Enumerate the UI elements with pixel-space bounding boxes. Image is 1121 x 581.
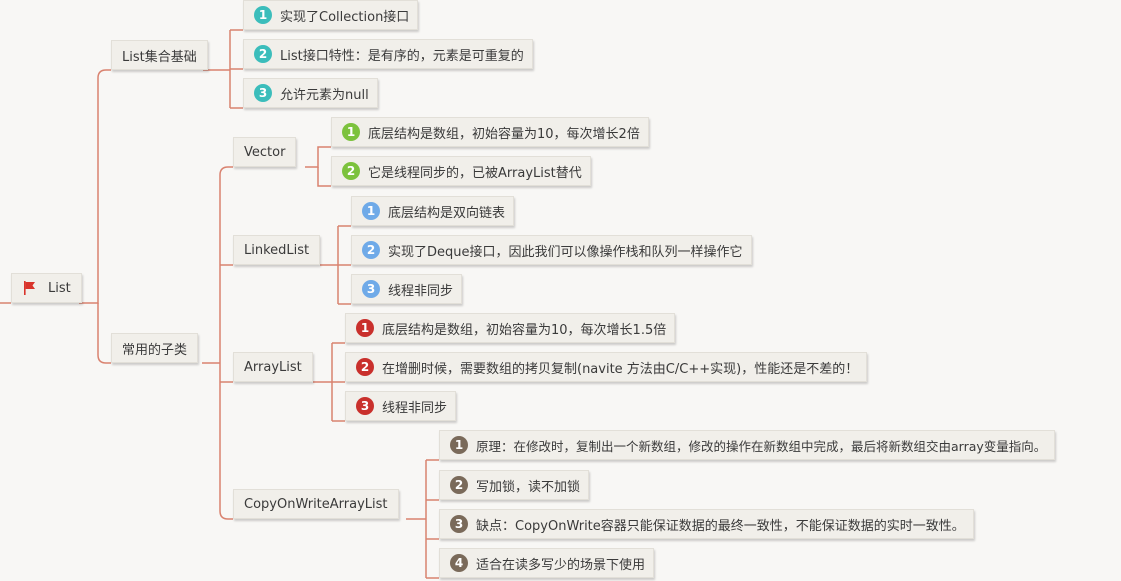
leaf-text: 写加锁，读不加锁	[476, 479, 581, 495]
number-badge: 1	[362, 202, 380, 220]
number-badge: 2	[450, 476, 468, 494]
branch-label: 常用的子类	[122, 342, 188, 358]
leaf-basics-2[interactable]: 2 List接口特性：是有序的，元素是可重复的	[243, 39, 533, 69]
number-badge: 3	[356, 397, 374, 415]
leaf-text: 实现了Deque接口，因此我们可以像操作栈和队列一样操作它	[388, 244, 743, 260]
vector-leaf-line-1	[305, 146, 331, 168]
leaf-basics-1[interactable]: 1 实现了Collection接口	[243, 0, 419, 30]
leaf-basics-3[interactable]: 3 允许元素为null	[243, 78, 378, 108]
leaf-cow-3[interactable]: 3 缺点：CopyOnWrite容器只能保证数据的最终一致性，不能保证数据的实时…	[439, 509, 974, 539]
leaf-text: 它是线程同步的，已被ArrayList替代	[368, 165, 582, 181]
leaf-text: 线程非同步	[382, 400, 448, 416]
leaf-text: 实现了Collection接口	[280, 9, 410, 25]
number-badge: 1	[254, 6, 272, 24]
leaf-text: 缺点：CopyOnWrite容器只能保证数据的最终一致性，不能保证数据的实时一致…	[476, 518, 965, 534]
leaf-arraylist-3[interactable]: 3 线程非同步	[345, 391, 457, 421]
leaf-text: 适合在读多写少的场景下使用	[476, 557, 646, 573]
subclass-label: ArrayList	[244, 359, 302, 375]
leaf-linkedlist-3[interactable]: 3 线程非同步	[351, 274, 463, 304]
number-badge: 3	[254, 84, 272, 102]
number-badge: 1	[342, 123, 360, 141]
subclass-copyonwritearraylist[interactable]: CopyOnWriteArrayList	[233, 489, 399, 519]
subclass-arraylist[interactable]: ArrayList	[233, 352, 313, 382]
leaf-cow-4[interactable]: 4 适合在读多写少的场景下使用	[439, 548, 655, 578]
leaf-text: 底层结构是数组，初始容量为10，每次增长2倍	[368, 126, 640, 142]
branch-common-subclasses[interactable]: 常用的子类	[111, 333, 199, 363]
leaf-arraylist-2[interactable]: 2 在增删时候，需要数组的拷贝复制(navite 方法由C/C++实现)，性能还…	[345, 352, 868, 382]
subclass-label: CopyOnWriteArrayList	[244, 496, 388, 512]
leaf-linkedlist-2[interactable]: 2 实现了Deque接口，因此我们可以像操作栈和队列一样操作它	[351, 235, 752, 265]
root-node[interactable]: List	[11, 273, 82, 303]
leaf-vector-1[interactable]: 1 底层结构是数组，初始容量为10，每次增长2倍	[331, 117, 649, 147]
number-badge: 1	[356, 319, 374, 337]
root-label: List	[48, 280, 71, 296]
leaf-arraylist-1[interactable]: 1 底层结构是数组，初始容量为10，每次增长1.5倍	[345, 313, 676, 343]
leaf-cow-1[interactable]: 1 原理：在修改时，复制出一个新数组，修改的操作在新数组中完成，最后将新数组交由…	[439, 430, 1056, 460]
root-to-subclasses-line	[97, 303, 111, 364]
subclasses-trunk-line	[219, 175, 233, 520]
leaf-text: 原理：在修改时，复制出一个新数组，修改的操作在新数组中完成，最后将新数组交由ar…	[476, 438, 1047, 454]
number-badge: 2	[254, 45, 272, 63]
number-badge: 3	[450, 515, 468, 533]
flag-icon	[24, 281, 35, 295]
leaf-vector-2[interactable]: 2 它是线程同步的，已被ArrayList替代	[331, 156, 591, 186]
leaf-cow-2[interactable]: 2 写加锁，读不加锁	[439, 470, 590, 500]
leaf-text: List接口特性：是有序的，元素是可重复的	[280, 48, 524, 64]
number-badge: 2	[362, 241, 380, 259]
leaf-text: 底层结构是双向链表	[388, 205, 506, 221]
subclass-label: LinkedList	[244, 242, 310, 258]
root-to-basics-line	[79, 69, 111, 304]
leaf-text: 线程非同步	[388, 283, 454, 299]
number-badge: 3	[362, 280, 380, 298]
branch-label: List集合基础	[122, 49, 197, 65]
sub-to-vector-line	[219, 166, 233, 176]
branch-list-basics[interactable]: List集合基础	[111, 40, 208, 70]
number-badge: 2	[342, 162, 360, 180]
subclass-vector[interactable]: Vector	[233, 137, 297, 167]
subclass-linkedlist[interactable]: LinkedList	[233, 235, 321, 265]
leaf-linkedlist-1[interactable]: 1 底层结构是双向链表	[351, 196, 515, 226]
number-badge: 1	[450, 436, 468, 454]
leaf-text: 在增删时候，需要数组的拷贝复制(navite 方法由C/C++实现)，性能还是不…	[382, 361, 859, 377]
subclass-label: Vector	[244, 144, 286, 160]
number-badge: 4	[450, 554, 468, 572]
number-badge: 2	[356, 358, 374, 376]
vector-leaf-line-2	[317, 167, 331, 187]
leaf-text: 允许元素为null	[280, 87, 369, 103]
leaf-text: 底层结构是数组，初始容量为10，每次增长1.5倍	[382, 322, 667, 338]
